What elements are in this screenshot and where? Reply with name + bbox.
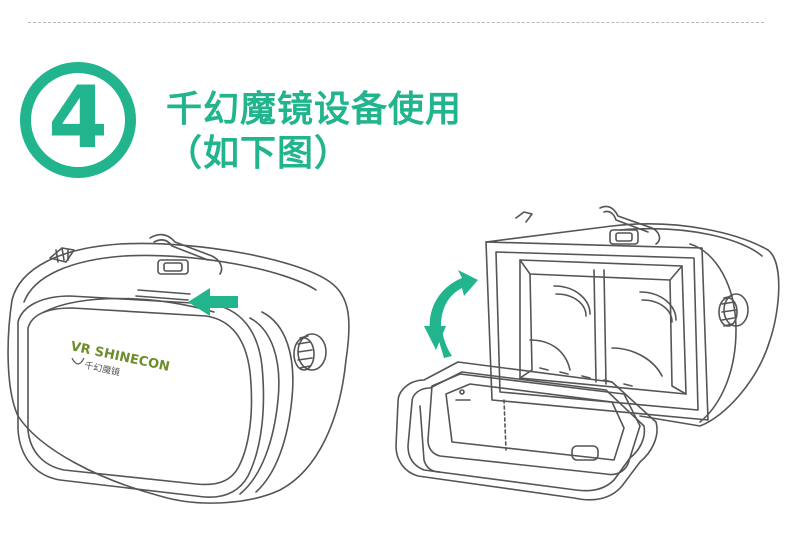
top-dashed-divider: [28, 22, 764, 23]
step-number: 4: [48, 68, 108, 168]
page-title: 千幻魔镜设备使用 （如下图）: [166, 88, 462, 176]
vr-headset-closed: [7, 233, 350, 504]
step-number-badge: 4: [20, 62, 136, 178]
rotate-arrow-icon: [424, 270, 478, 358]
arrow-left-icon: [188, 288, 238, 316]
vr-usage-illustration: VR SHINECON 千幻魔镜: [7, 205, 780, 504]
title-line-1: 千幻魔镜设备使用: [166, 89, 463, 130]
vr-headset-open: [395, 205, 780, 501]
title-line-2: （如下图）: [166, 133, 352, 174]
brand-logo-icon: [71, 357, 85, 365]
